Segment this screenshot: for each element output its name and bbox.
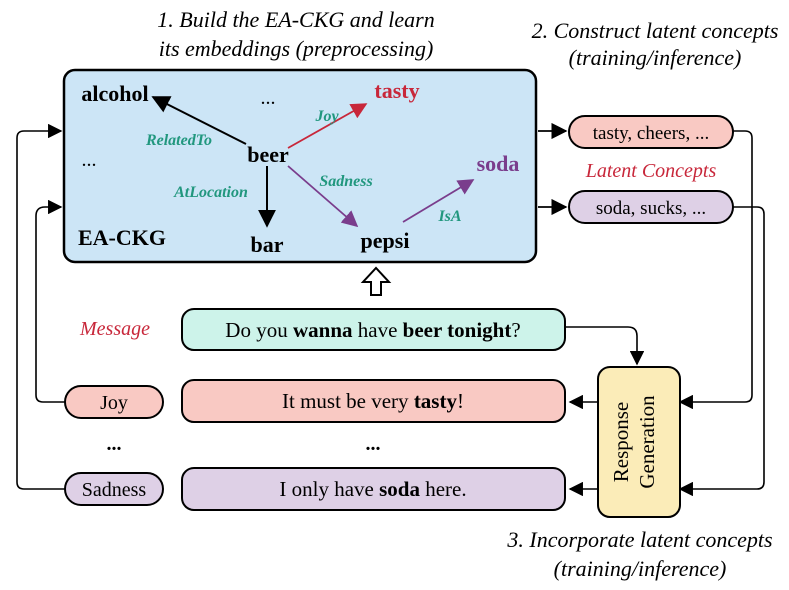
ea-ckg-label: EA-CKG [78, 225, 166, 250]
sadness-response-part1: I only have [279, 477, 379, 501]
response-generation-box [597, 366, 681, 518]
sadness-response-box [181, 467, 566, 511]
latent-concepts-sadness-text: soda, sucks, ... [596, 198, 706, 219]
connector-latent2-to-generator [678, 206, 765, 497]
node-bar: bar [251, 232, 284, 257]
sadness-response-part2: soda [379, 477, 420, 501]
step1-title-line1: 1. Build the EA-CKG and learn [157, 7, 434, 32]
message-text-part4: beer tonight [403, 318, 512, 342]
connector-latent1-to-generator [678, 130, 753, 410]
edge-label-sadness: Sadness [319, 173, 372, 190]
latent-concepts-joy-box [568, 115, 734, 149]
emotion-ellipsis: ... [107, 433, 122, 455]
step3-title-line2: (training/inference) [554, 556, 727, 581]
node-tasty: tasty [374, 78, 419, 103]
response-ellipsis: ... [366, 433, 381, 455]
message-text-part3: have [353, 318, 403, 342]
latent-concepts-joy-text: tasty, cheers, ... [593, 123, 709, 144]
response-generation-label-line1: Response [609, 402, 633, 483]
edge-label-joy: Joy [314, 108, 339, 125]
step3-title-line1: 3. Incorporate latent concepts [506, 527, 772, 552]
sadness-response-part3: here. [420, 477, 467, 501]
joy-response-part3: ! [457, 389, 464, 413]
message-text-part1: Do you [225, 318, 293, 342]
joy-response-part2: tasty [414, 389, 458, 413]
response-generation-label-line2: Generation [635, 395, 659, 489]
node-soda: soda [477, 151, 520, 176]
latent-concepts-label: Latent Concepts [585, 160, 717, 182]
joy-response-text: It must be very tasty! [282, 389, 464, 413]
sadness-response-text: I only have soda here. [279, 477, 466, 501]
hollow-up-arrow-icon [360, 266, 392, 296]
message-box [181, 308, 566, 351]
step2-title-line1: 2. Construct latent concepts [532, 18, 779, 43]
message-text: Do you wanna have beer tonight? [225, 318, 520, 342]
joy-response-part1: It must be very [282, 389, 414, 413]
edge-label-related-to: RelatedTo [145, 132, 212, 149]
node-beer: beer [247, 142, 289, 167]
node-pepsi: pepsi [361, 228, 410, 253]
connector-message-to-generator [565, 326, 645, 366]
emotion-joy-label: Joy [100, 392, 128, 414]
edge-beer-tasty [287, 103, 368, 149]
connector-joy-to-kg [35, 199, 65, 403]
message-text-part5: ? [511, 318, 520, 342]
edge-label-is-a: IsA [437, 208, 461, 225]
node-alcohol: alcohol [81, 81, 148, 106]
node-ellipsis-top: ... [261, 87, 276, 109]
edge-beer-alcohol [151, 96, 247, 145]
message-text-part2: wanna [293, 318, 353, 342]
message-label: Message [79, 318, 150, 340]
node-ellipsis-left: ... [82, 149, 97, 171]
emotion-sadness-label: Sadness [82, 479, 147, 501]
step1-title-line2: its embeddings (preprocessing) [159, 36, 434, 61]
edge-beer-pepsi [287, 165, 359, 228]
step2-title-line2: (training/inference) [569, 45, 742, 70]
connector-sadness-to-kg [16, 123, 65, 490]
edge-pepsi-soda [402, 179, 475, 223]
edge-label-at-location: AtLocation [173, 184, 248, 201]
joy-response-box [181, 379, 566, 423]
